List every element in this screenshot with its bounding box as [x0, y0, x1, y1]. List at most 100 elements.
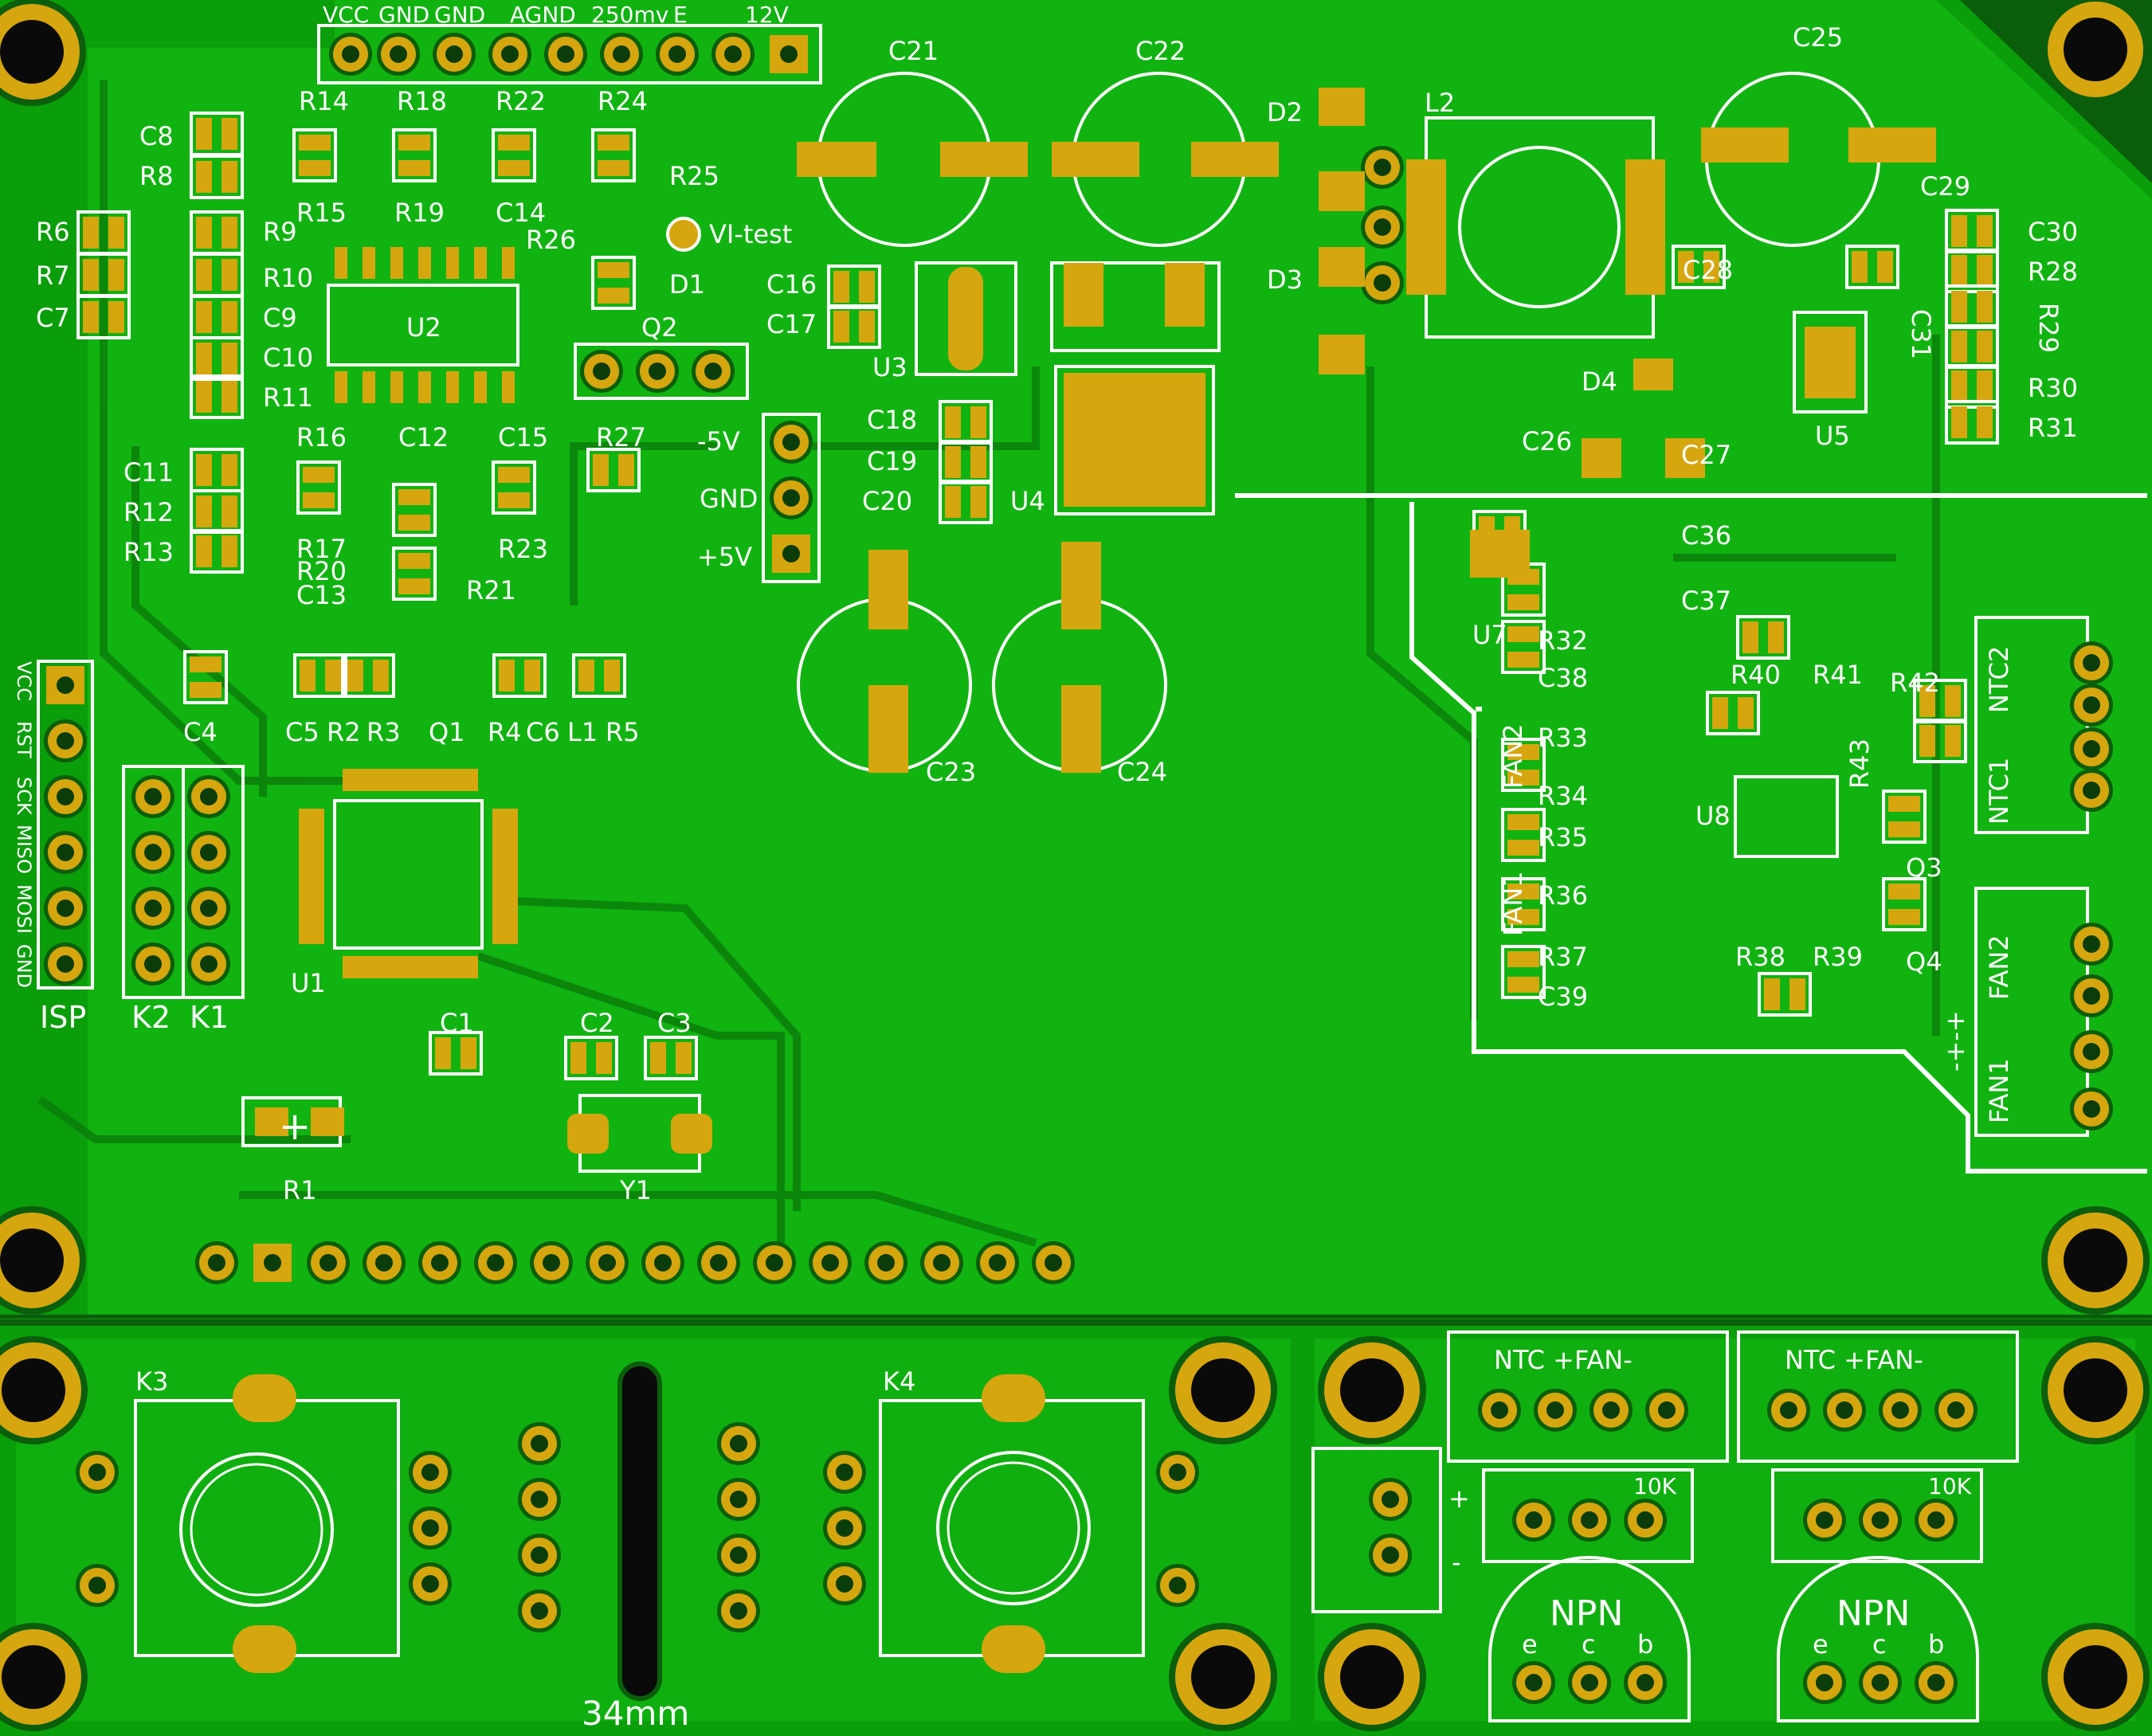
- header-pin-e: E: [673, 2, 688, 28]
- label-r41: R41: [1813, 660, 1863, 690]
- label-r43: R43: [1844, 739, 1875, 789]
- label-r6: R6: [36, 217, 70, 247]
- label-c21: C21: [888, 36, 939, 66]
- header-pin-gnd2: GND: [434, 2, 485, 28]
- label-r13: R13: [123, 537, 174, 567]
- label-r2: R2: [327, 717, 361, 747]
- r1-polarity: +: [279, 1104, 311, 1149]
- label-npn-e-left: e: [1522, 1629, 1538, 1660]
- label-ntc-fan-left: NTC +FAN-: [1494, 1345, 1633, 1375]
- label-c1: C1: [440, 1008, 474, 1038]
- label-r17: R17: [296, 534, 347, 564]
- fan-module-right: [1737, 1330, 2019, 1722]
- label-c29: C29: [1920, 171, 1970, 202]
- label-r14: R14: [299, 86, 349, 116]
- label-c8: C8: [139, 121, 174, 151]
- label-r16: R16: [296, 422, 347, 453]
- label-pot-right: 10K: [1928, 1473, 1972, 1499]
- label-k4: K4: [883, 1366, 915, 1397]
- u5-chip: [1793, 311, 1868, 413]
- label-u3: U3: [872, 352, 907, 382]
- label-plus5v: +5V: [697, 542, 752, 572]
- label-r22: R22: [496, 86, 546, 116]
- label-pot-left: 10K: [1633, 1473, 1677, 1499]
- r1-component: +: [241, 1096, 344, 1149]
- label-c31: C31: [1906, 309, 1936, 359]
- label-c3: C3: [657, 1008, 692, 1038]
- label-c14: C14: [496, 198, 546, 228]
- label-k2: K2: [131, 1000, 171, 1035]
- label-r32: R32: [1538, 625, 1588, 656]
- isp-header: [37, 660, 94, 989]
- label-k1: K1: [190, 1000, 229, 1035]
- isp-pin-vcc: VCC: [13, 661, 35, 701]
- label-c15: C15: [498, 422, 548, 453]
- label-r27: R27: [596, 422, 646, 453]
- label-npn-b-left: b: [1637, 1629, 1653, 1660]
- label-r10: R10: [263, 263, 313, 293]
- label-minus: -: [1452, 1547, 1461, 1577]
- label-r38: R38: [1735, 942, 1785, 972]
- label-c23: C23: [926, 757, 976, 787]
- label-c19: C19: [867, 446, 917, 476]
- label-c11: C11: [123, 457, 174, 488]
- header-pin-gnd1: GND: [378, 2, 429, 28]
- label-c9: C9: [263, 303, 297, 333]
- label-c13: C13: [296, 580, 347, 610]
- label-l1: L1: [567, 717, 598, 747]
- q2-transistor: [574, 343, 749, 400]
- label-c24: C24: [1117, 757, 1167, 787]
- label-r40: R40: [1731, 660, 1781, 690]
- header-pin-12v: 12V: [745, 2, 789, 28]
- header-pin-vcc: VCC: [323, 2, 369, 28]
- label-r34: R34: [1538, 781, 1588, 811]
- label-c30: C30: [2028, 217, 2078, 247]
- label-fan-polarity: -+-+: [1940, 1010, 1970, 1072]
- label-r37: R37: [1538, 942, 1588, 972]
- label-npn-e-right: e: [1813, 1629, 1829, 1660]
- label-c6: C6: [526, 717, 560, 747]
- label-r25: R25: [669, 161, 719, 191]
- header-pin-agnd: AGND: [510, 2, 576, 28]
- l2-inductor: [1361, 116, 1665, 339]
- label-power-gnd: GND: [700, 484, 758, 514]
- label-r21: R21: [466, 575, 516, 605]
- label-q2: Q2: [641, 312, 678, 343]
- isp-pin-labels: VCC RST SCK MISO MOSI GND: [13, 661, 35, 988]
- label-minus5v: -5V: [697, 426, 740, 457]
- fan-module-left: [1311, 1330, 1729, 1722]
- label-ntc1: NTC1: [1984, 758, 2014, 825]
- label-c36: C36: [1681, 520, 1731, 551]
- label-r31: R31: [2028, 413, 2078, 443]
- label-r7: R7: [36, 261, 70, 291]
- label-r20: R20: [296, 556, 347, 586]
- isp-pin-gnd: GND: [13, 944, 35, 988]
- k4-encoder: [717, 1374, 1199, 1673]
- label-c27: C27: [1681, 440, 1731, 470]
- label-k3: K3: [135, 1366, 168, 1397]
- k1-k2-headers: [122, 765, 245, 999]
- label-q3: Q3: [1906, 852, 1942, 883]
- label-c37: C37: [1681, 586, 1731, 616]
- u3-regulator: [915, 261, 1017, 376]
- label-npn-b-right: b: [1928, 1629, 1944, 1660]
- u2-chip: [327, 247, 519, 403]
- label-r5: R5: [606, 717, 640, 747]
- label-d3: D3: [1267, 265, 1303, 295]
- label-plus: +: [1448, 1483, 1470, 1514]
- label-q4: Q4: [1906, 946, 1942, 977]
- label-d2: D2: [1267, 97, 1303, 127]
- label-r36: R36: [1538, 880, 1588, 911]
- label-c22: C22: [1135, 36, 1186, 66]
- label-npn-left: NPN: [1550, 1593, 1623, 1634]
- label-r3: R3: [367, 717, 401, 747]
- label-r24: R24: [598, 86, 648, 116]
- label-r12: R12: [123, 497, 174, 527]
- label-d1: D1: [669, 269, 705, 300]
- label-c39: C39: [1538, 982, 1588, 1012]
- label-fan1-right: FAN1: [1984, 1058, 2014, 1123]
- label-r9: R9: [263, 217, 297, 247]
- label-r8: R8: [139, 161, 174, 191]
- label-r26: R26: [526, 225, 576, 255]
- label-u8: U8: [1695, 801, 1731, 831]
